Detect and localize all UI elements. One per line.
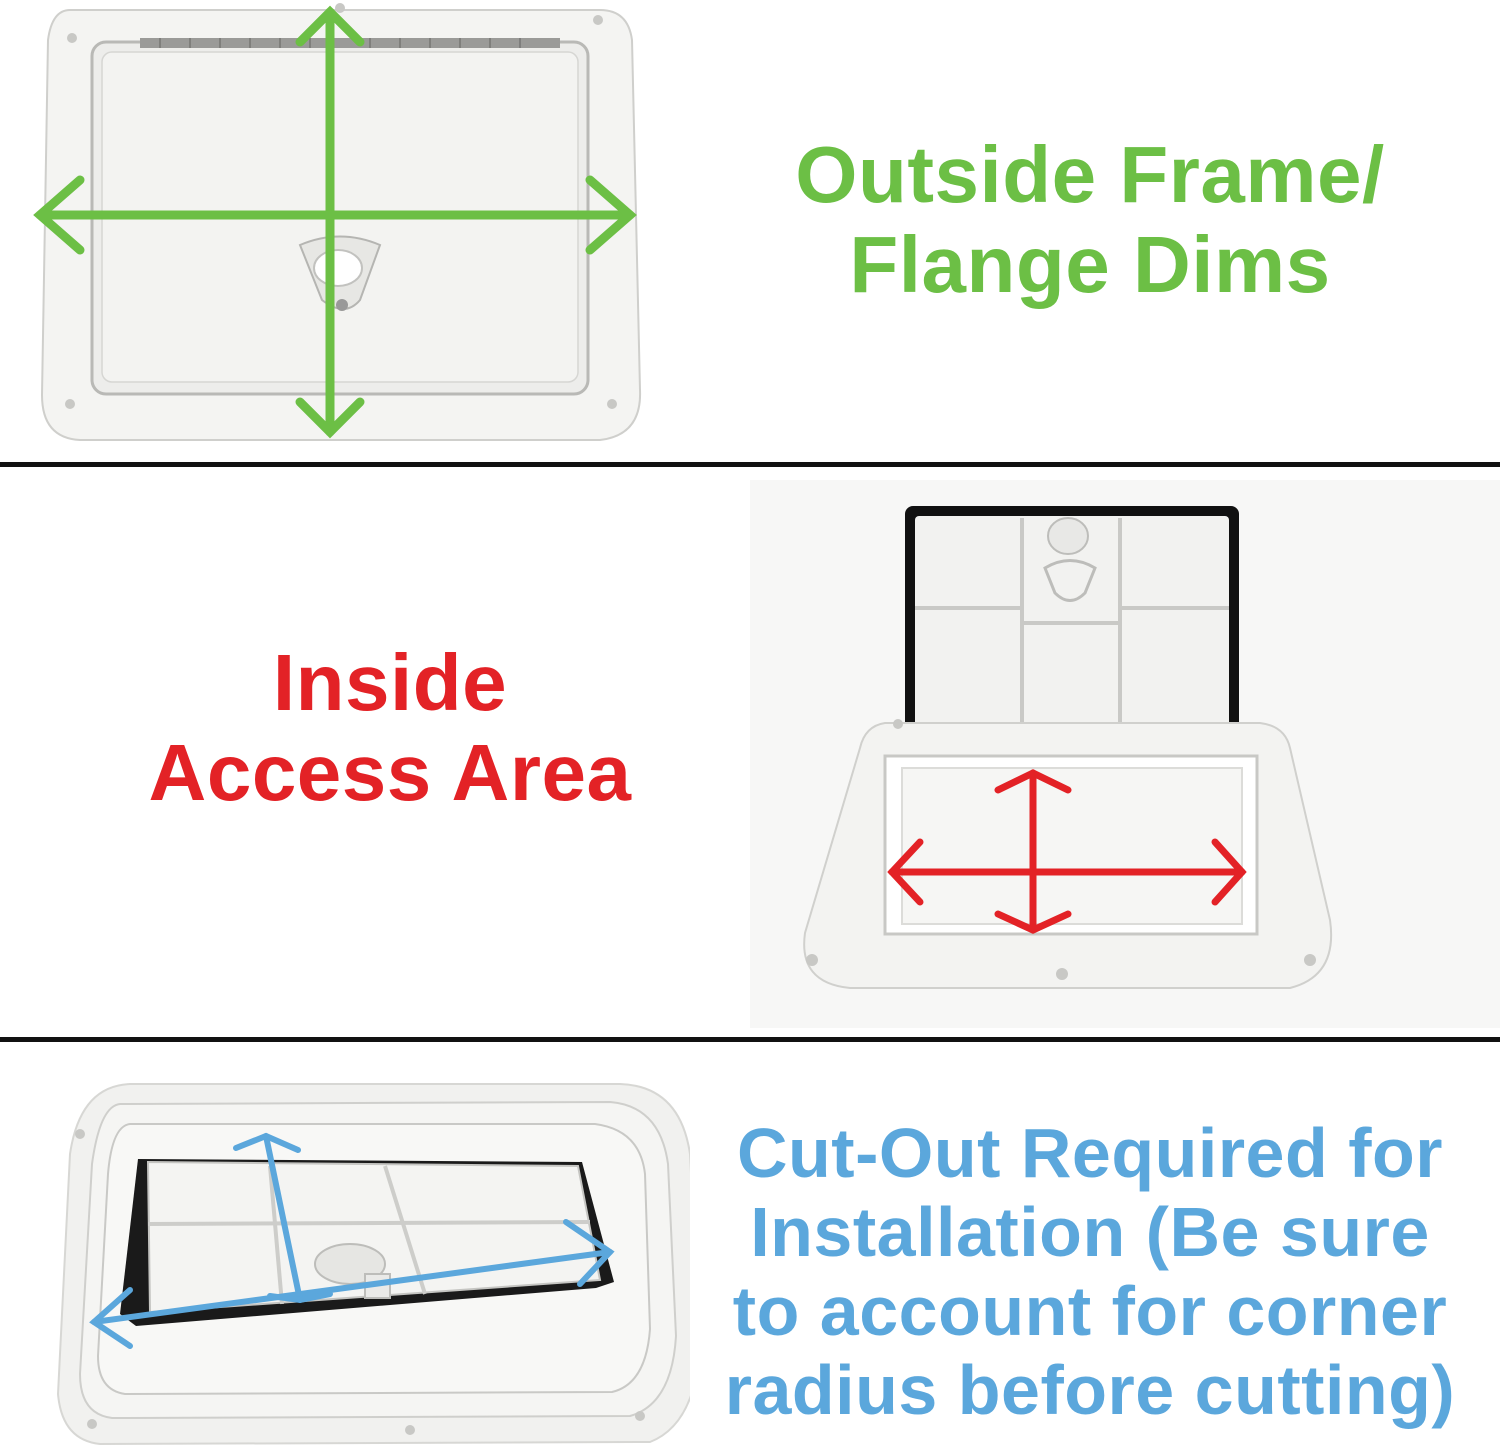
cutout-caption: Cut-Out Required for Installation (Be su… bbox=[690, 1114, 1490, 1430]
caption-line: radius before cutting) bbox=[724, 1351, 1456, 1430]
caption-line: Flange Dims bbox=[849, 219, 1331, 309]
caption-line: Inside bbox=[272, 638, 508, 727]
open-hatch-photo bbox=[750, 480, 1500, 1028]
panel-divider bbox=[0, 462, 1500, 467]
caption-line: to account for corner bbox=[732, 1272, 1448, 1351]
panel-divider bbox=[0, 1037, 1500, 1042]
inside-access-caption: Inside Access Area bbox=[40, 638, 740, 817]
caption-line: Installation (Be sure bbox=[750, 1193, 1430, 1272]
inside-access-panel: Inside Access Area bbox=[0, 468, 1500, 1038]
caption-line: Cut-Out Required for bbox=[736, 1114, 1444, 1192]
hatch-underside-photo bbox=[56, 1083, 690, 1446]
cutout-panel: Cut-Out Required for Installation (Be su… bbox=[0, 1044, 1500, 1450]
outside-frame-caption: Outside Frame/ Flange Dims bbox=[720, 130, 1460, 309]
inside-dimension-arrows bbox=[887, 769, 1247, 934]
caption-line: Access Area bbox=[148, 727, 632, 817]
cutout-dimension-arrows bbox=[89, 1132, 615, 1349]
outside-frame-panel: Outside Frame/ Flange Dims bbox=[0, 0, 1500, 462]
closed-hatch-photo bbox=[33, 3, 642, 441]
outside-dimension-arrows bbox=[33, 5, 637, 439]
caption-line: Outside Frame/ bbox=[795, 130, 1385, 219]
